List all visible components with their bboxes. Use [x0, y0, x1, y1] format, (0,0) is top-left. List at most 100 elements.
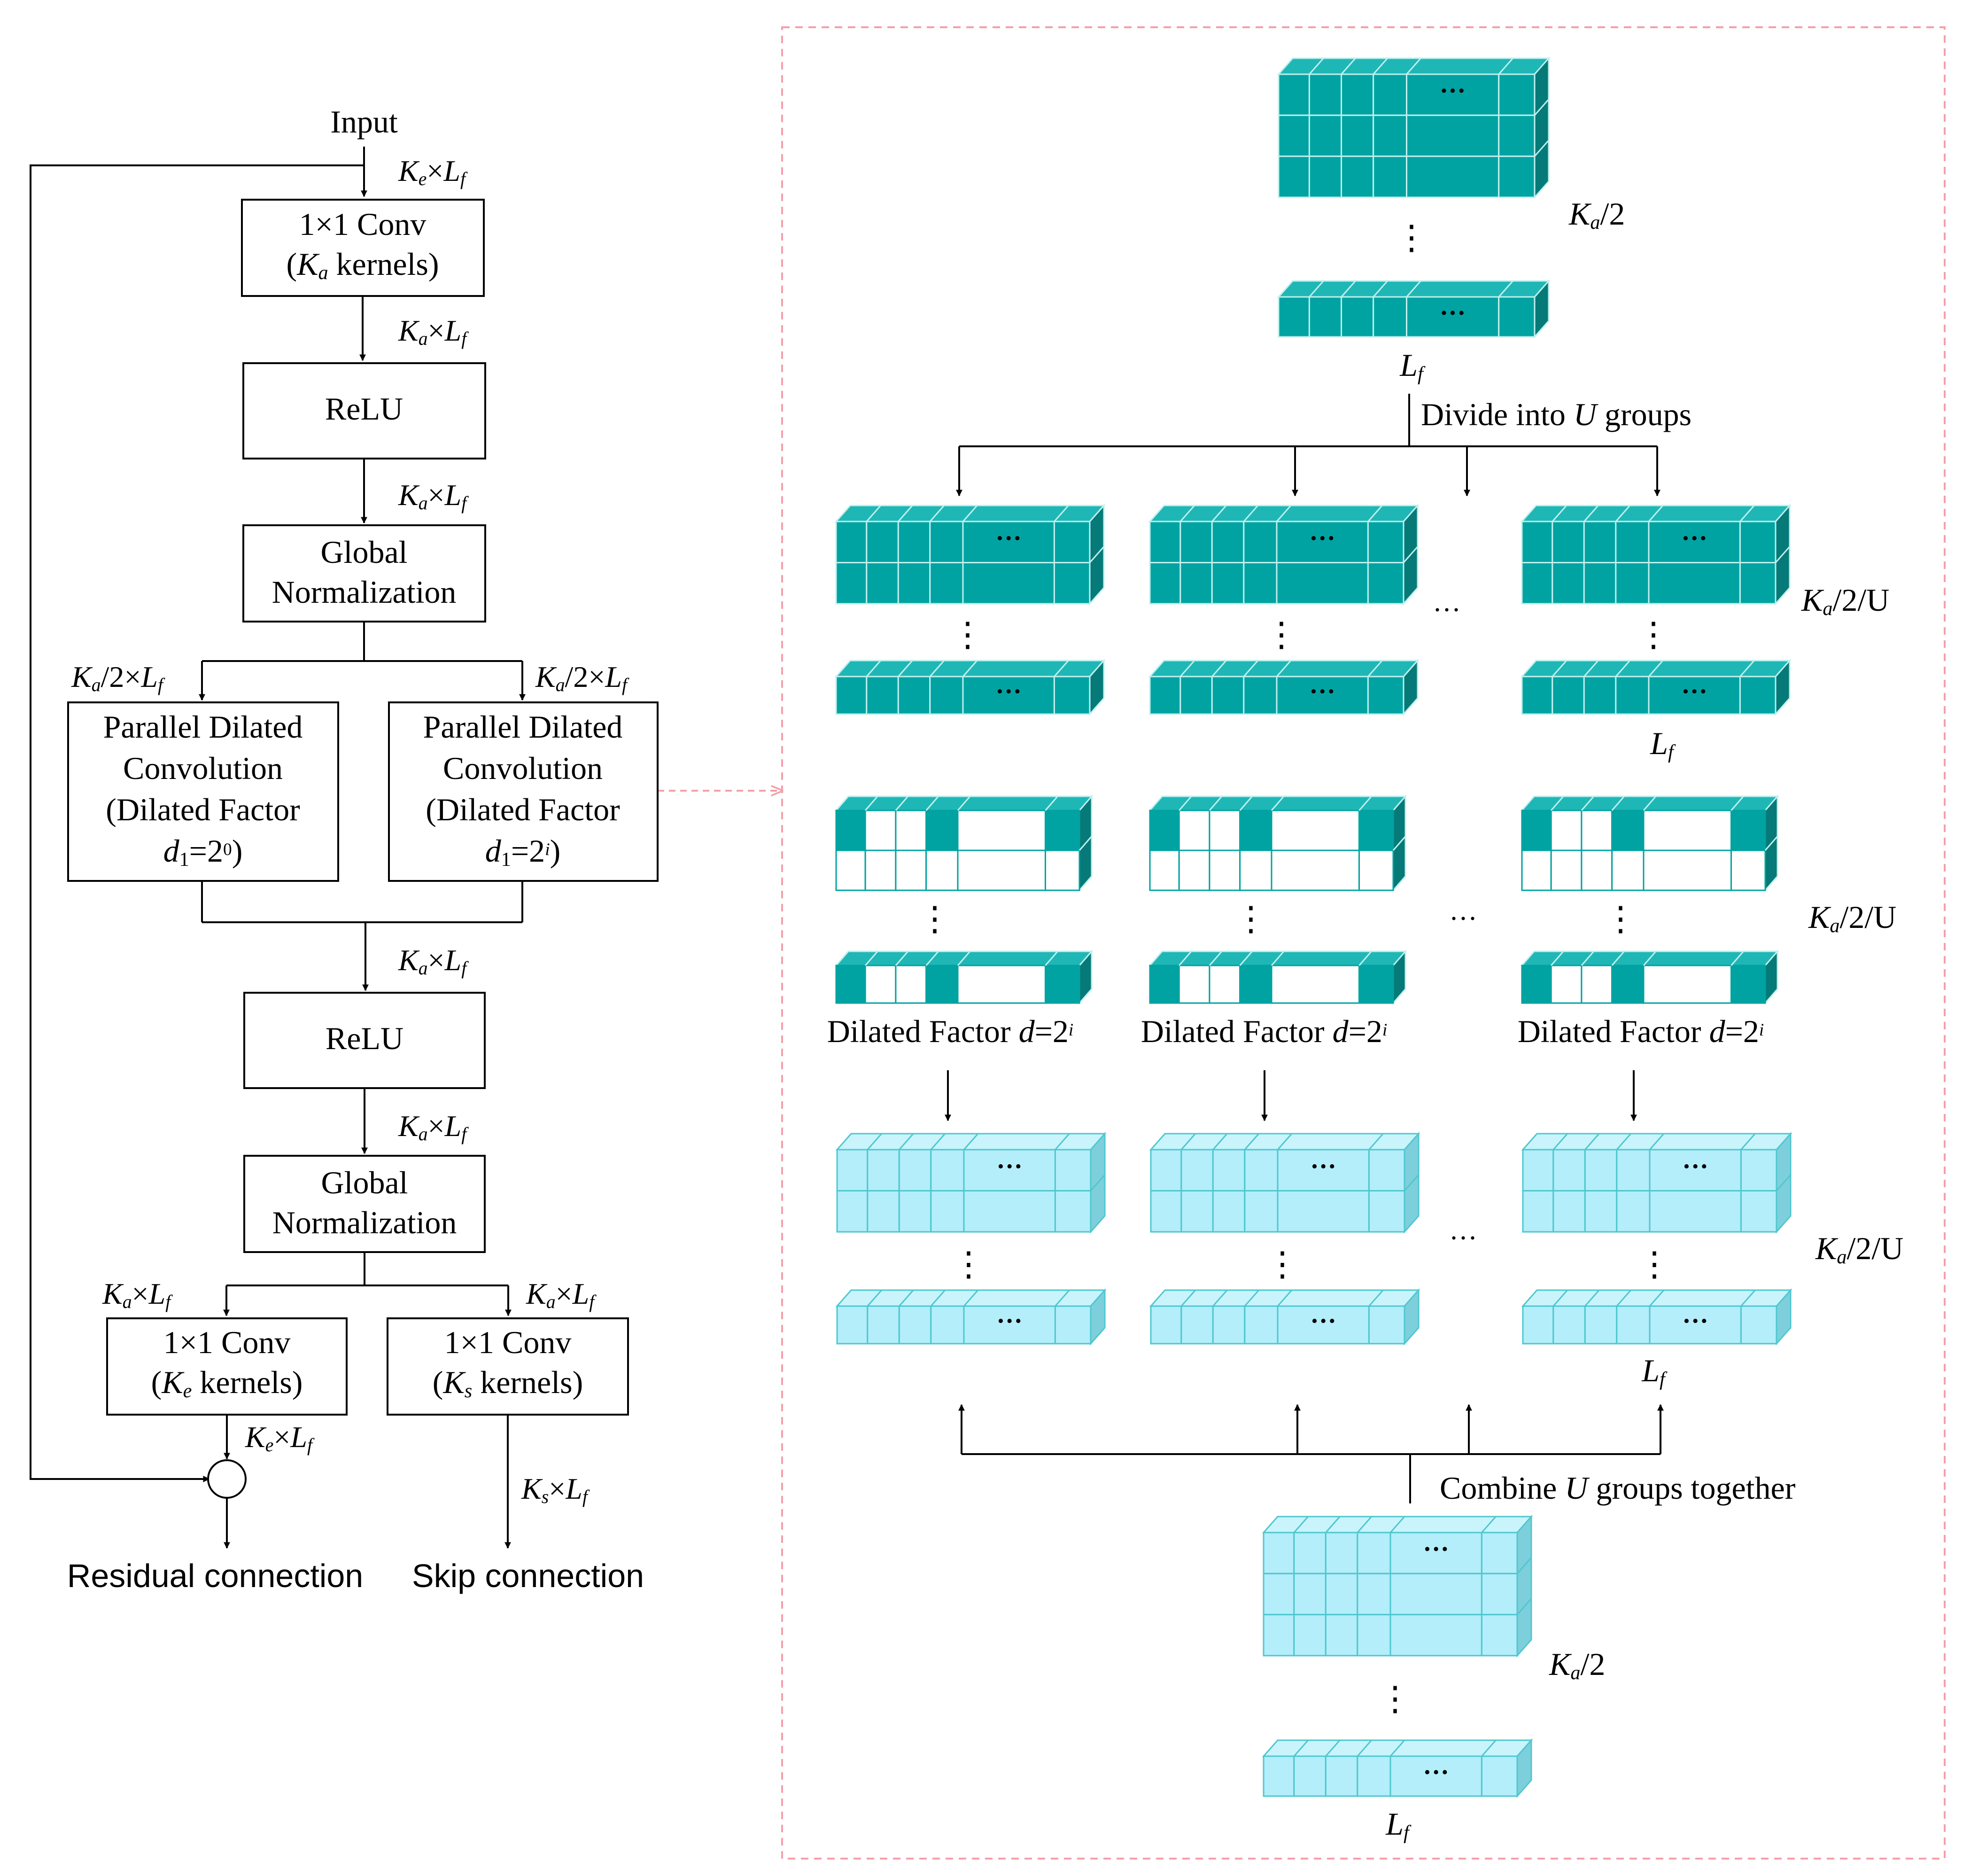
tensor-cell: [1341, 296, 1374, 338]
tensor-top-line: [865, 951, 878, 966]
tensor-cell: [1358, 810, 1394, 851]
label-span: L: [444, 1109, 462, 1143]
label-span: K: [1815, 1230, 1839, 1266]
label-span: K: [71, 660, 93, 693]
label-span: K: [398, 1109, 420, 1143]
output-tensor-2: ···: [1521, 1132, 1792, 1234]
output-hdots: ···: [1449, 1222, 1477, 1253]
label-span: L: [444, 943, 462, 977]
label-span: K: [398, 943, 420, 977]
tensor-top-line: [1276, 505, 1292, 522]
output-tensor-1: ···: [1149, 1132, 1420, 1234]
conv-ke-title: 1×1 Conv: [163, 1324, 291, 1360]
label-span: L: [1641, 1353, 1660, 1388]
tensor-cell: [1178, 965, 1210, 1004]
label-span: Dilated Factor: [1141, 1013, 1333, 1049]
tensor-top-line: [1239, 951, 1253, 966]
tensor-cell: [1368, 1190, 1405, 1233]
tensor-top-line: [1054, 660, 1069, 677]
tensor-ellipsis: ···: [1440, 77, 1466, 106]
tensor-top-line: [1481, 1740, 1497, 1757]
tensor-cell: [1239, 965, 1272, 1004]
tensor-cell: [836, 1149, 869, 1191]
tensor-side-line: [1392, 836, 1406, 851]
tensor-top-line: [1277, 1133, 1293, 1150]
label-span: a: [1570, 1662, 1580, 1684]
tensor-top-line: [929, 505, 945, 522]
tensor-top-line: [1211, 660, 1227, 677]
tensor-top-line: [1643, 796, 1657, 811]
tensor-top-line: [1180, 1133, 1196, 1150]
tensor-cell: [1389, 1532, 1482, 1574]
label-span: 1×1 Conv: [444, 1324, 572, 1360]
tensor-cell: [1180, 1305, 1214, 1345]
dim-ka-lf-2: Ka×Lf: [398, 478, 469, 514]
tensor-cell: [963, 1190, 1056, 1233]
tensor-cell: [1498, 296, 1536, 338]
ka-group-label-3: Ka/2/U: [1815, 1230, 1903, 1268]
tensor-cell: [1643, 849, 1732, 891]
tensor-side-line: [1516, 1598, 1532, 1615]
tensor-top-line: [899, 1133, 914, 1150]
tensor-cell: [1611, 849, 1645, 891]
dilated-kernel-0: [834, 794, 1094, 893]
dilated-hdots: ···: [1449, 903, 1477, 934]
tensor-top-line: [1368, 1290, 1384, 1307]
tensor-cell: [930, 1305, 965, 1345]
tensor-cell: [898, 1305, 932, 1345]
label-span: ×: [273, 1420, 290, 1454]
tensor-cell: [898, 1149, 932, 1191]
tensor-cell: [1368, 1149, 1405, 1191]
tensor-cell: [1649, 1190, 1742, 1233]
tensor-top-line: [1325, 1516, 1341, 1533]
tensor-cell: [1308, 156, 1342, 198]
tensor-cell: [1481, 1532, 1518, 1574]
label-span: L: [565, 1472, 582, 1505]
pdc-left-line: (Dilated Factor: [106, 792, 300, 827]
group-tensor-row-0: ···: [834, 659, 1106, 716]
dilated-factor-label-2: Dilated Factor d=2i: [1518, 1013, 1764, 1049]
label-span: ReLU: [325, 391, 403, 427]
output-vdots-1: ⋮: [1265, 1245, 1299, 1283]
tensor-side-face: [1516, 1515, 1532, 1658]
tensor-top-line: [1179, 505, 1195, 522]
label-span: K: [245, 1420, 267, 1454]
relu-box-1: [242, 362, 486, 459]
final-tensor: ···: [1262, 1515, 1533, 1658]
tensor-top-line: [1209, 951, 1223, 966]
tensor-top-line: [1498, 280, 1513, 297]
label-span: f: [460, 169, 468, 189]
label-span: f: [1404, 1822, 1412, 1844]
tensor-cell: [867, 1190, 900, 1233]
tensor-cell: [1581, 810, 1613, 851]
dim-ke-lf-out: Ke×Lf: [245, 1420, 315, 1456]
tensor-cell: [1357, 1755, 1391, 1797]
relu-box-2: [243, 992, 486, 1089]
label-span: f: [307, 1435, 315, 1456]
group-tensor-1: ···: [1148, 504, 1420, 606]
tensor-top-line: [1244, 1290, 1259, 1307]
tensor-top-line: [1552, 505, 1567, 522]
label-span: (: [151, 1364, 162, 1400]
tensor-cell: [1178, 810, 1210, 851]
tensor-cell: [1211, 521, 1245, 563]
tensor-top-line: [930, 1133, 946, 1150]
lf-label-bottom: Lf: [1385, 1806, 1412, 1844]
tensor-top-line: [929, 660, 945, 677]
tensor-cell: [1521, 965, 1552, 1004]
tensor-cell: [925, 849, 959, 891]
tensor-ellipsis: ···: [1682, 1152, 1708, 1181]
tensor-cell: [963, 1149, 1056, 1191]
label-span: d: [1333, 1013, 1349, 1049]
tensor-top-line: [962, 660, 978, 677]
label-span: ×: [427, 154, 443, 187]
label-span: i: [545, 840, 550, 859]
tensor-cell: [1581, 849, 1613, 891]
label-span: f: [622, 675, 629, 695]
tensor-cell: [1263, 1532, 1295, 1574]
pdc-left-line: Convolution: [123, 750, 283, 786]
conv-ka-title: 1×1 Conv: [299, 206, 427, 242]
tensor-cell: [835, 810, 866, 851]
label-span: f: [461, 1124, 469, 1144]
label-span: /2: [1600, 196, 1625, 232]
